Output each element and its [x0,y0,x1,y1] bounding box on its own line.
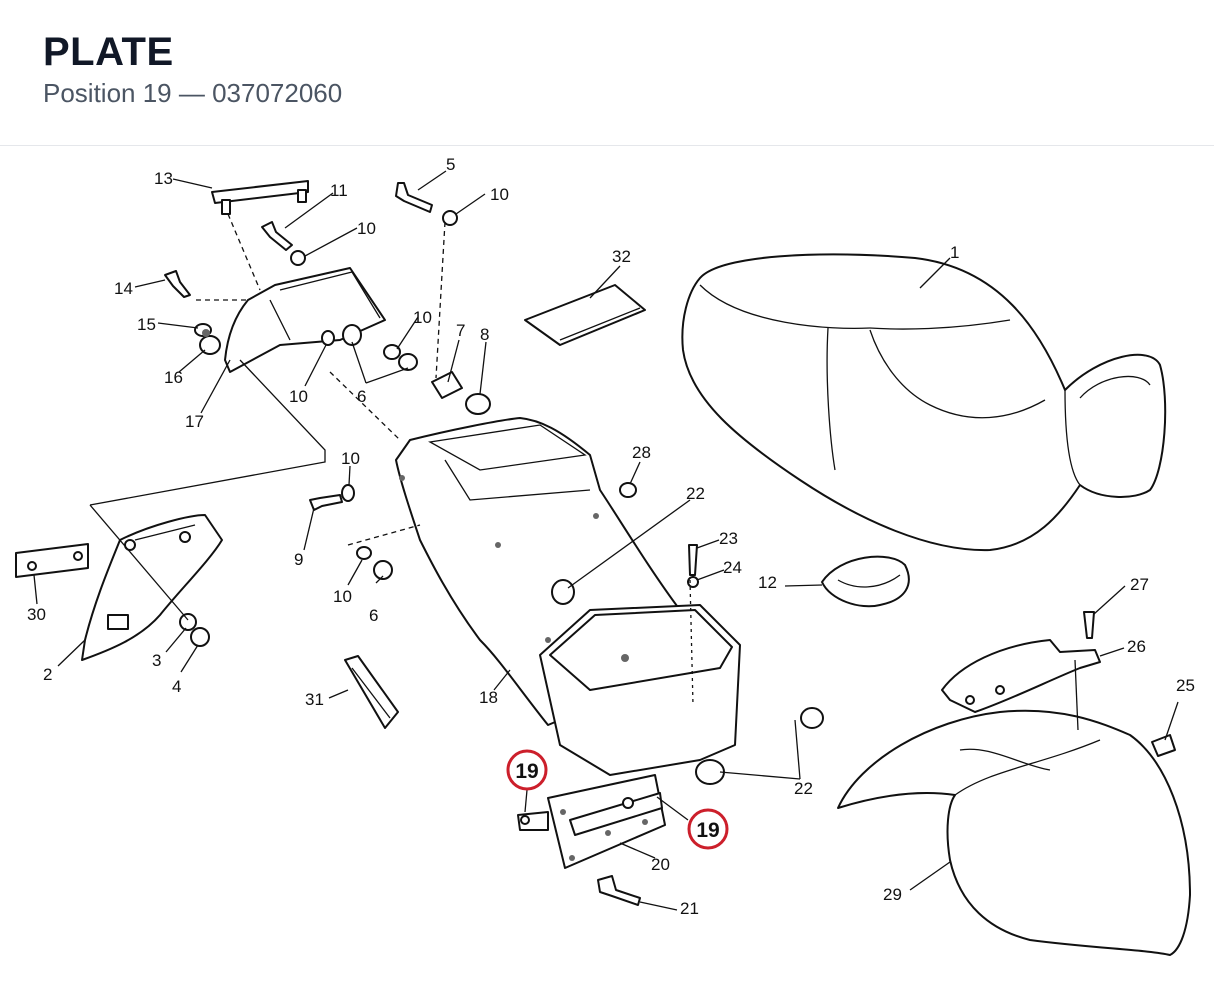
callout-28: 28 [632,443,651,462]
callout-14: 14 [114,279,133,298]
header: PLATE Position 19 — 037072060 [0,0,1214,146]
callout-30: 30 [27,605,46,624]
callout-23: 23 [719,529,738,548]
callout-10c: 10 [413,308,432,327]
callout-27: 27 [1130,575,1149,594]
callout-6b: 6 [369,606,378,625]
highlight-callout-19b[interactable]: 19 [687,808,729,850]
part-plate-13 [211,180,309,215]
part-19-plate [517,792,663,836]
part-plate-32 [524,284,646,346]
callout-15: 15 [137,315,156,334]
callout-10d: 10 [289,387,308,406]
part-plate-30 [15,543,89,578]
highlight-callout-19a[interactable]: 19 [506,749,548,791]
callout-3: 3 [152,651,161,670]
part-rear-fender [837,709,1191,956]
callout-31: 31 [305,690,324,709]
callout-10a: 10 [490,185,509,204]
part-side-cover [81,514,223,661]
part-plate-31 [344,655,399,729]
callout-5: 5 [446,155,455,174]
part-seat [681,253,1167,552]
leader-lines [33,170,1179,911]
callout-12: 12 [758,573,777,592]
callout-21: 21 [680,899,699,918]
callout-10e: 10 [341,449,360,468]
callout-16: 16 [164,368,183,387]
part-tray [539,604,741,776]
callout-19a: 19 [515,760,538,783]
callout-13: 13 [154,169,173,188]
callout-7: 7 [456,321,465,340]
callout-25: 25 [1176,676,1195,695]
callout-24: 24 [723,558,742,577]
exploded-parts-diagram: 1 2 3 4 5 6 6 7 8 9 10 10 10 10 10 10 11… [15,155,1195,956]
callout-labels: 1 2 3 4 5 6 6 7 8 9 10 10 10 10 10 10 11… [27,155,1195,918]
fasteners [164,182,1176,906]
callout-26: 26 [1127,637,1146,656]
callout-4: 4 [172,677,181,696]
callout-17: 17 [185,412,204,431]
callout-10f: 10 [333,587,352,606]
highlight-ring [506,749,548,791]
callout-19b: 19 [696,819,719,842]
callout-9: 9 [294,550,303,569]
callout-32: 32 [612,247,631,266]
callout-22b: 22 [794,779,813,798]
callout-29: 29 [883,885,902,904]
callout-2: 2 [43,665,52,684]
part-grab-bracket [224,267,386,373]
callout-22a: 22 [686,484,705,503]
page-subtitle: Position 19 — 037072060 [43,78,343,108]
callout-11: 11 [330,181,348,200]
part-rubber-12 [821,555,910,608]
part-bracket [941,639,1101,713]
callout-1: 1 [950,243,959,262]
callout-18: 18 [479,688,498,707]
callout-10b: 10 [357,219,376,238]
page-title: PLATE [43,30,174,74]
callout-6a: 6 [357,387,366,406]
callout-8: 8 [480,325,489,344]
callout-20: 20 [651,855,670,874]
highlight-ring [687,808,729,850]
